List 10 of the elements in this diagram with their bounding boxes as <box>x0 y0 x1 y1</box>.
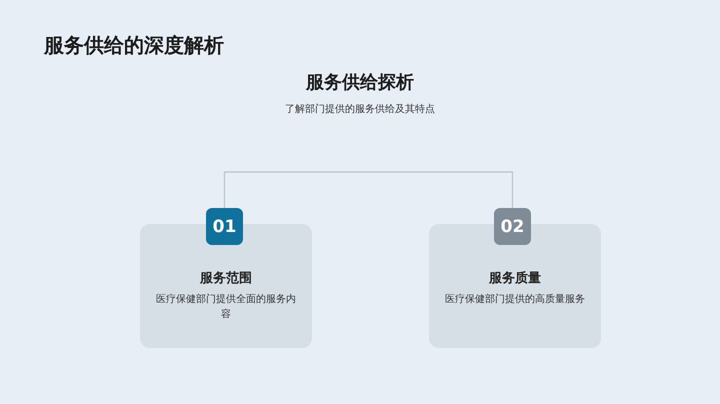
number-badge: 01 <box>206 208 243 245</box>
card-heading: 服务质量 <box>489 270 541 287</box>
card-heading: 服务范围 <box>200 270 252 287</box>
section-heading: 服务供给探析 <box>304 71 415 94</box>
connector-line <box>224 171 514 208</box>
number-badge: 02 <box>494 208 531 245</box>
card-description: 医疗保健部门提供的高质量服务 <box>444 292 586 307</box>
section-subtitle: 了解部门提供的服务供给及其特点 <box>284 102 436 116</box>
page-title: 服务供给的深度解析 <box>44 32 224 59</box>
card-description: 医疗保健部门提供全面的服务内容 <box>155 292 297 322</box>
